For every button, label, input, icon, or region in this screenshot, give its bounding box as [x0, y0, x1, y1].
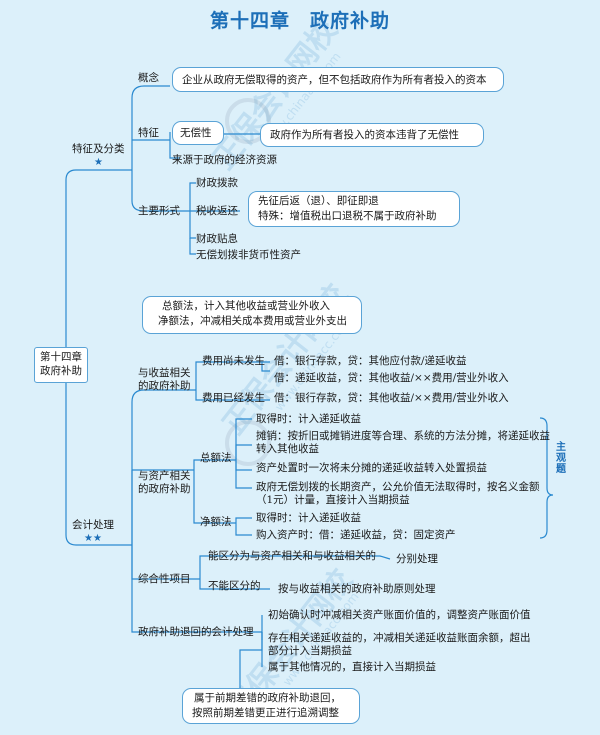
concept-text: 企业从政府无偿取得的资产，但不包括政府作为所有者投入的资本 [182, 74, 487, 86]
composite-label: 综合性项目 [138, 573, 191, 585]
composite-divisible-result: 分别处理 [396, 553, 438, 565]
accounting-label: 会计处理 [72, 519, 114, 531]
entry-text: 借：银行存款，贷：其他收益/××费用/营业外收入 [274, 392, 509, 404]
root-node [34, 347, 88, 383]
asset-step-text: 取得时：计入递延收益 [256, 512, 361, 524]
incurred-label: 费用已经发生 [202, 392, 265, 404]
composite-indivisible-result: 按与收益相关的政府补助原则处理 [278, 583, 436, 595]
watermark-logo-icon [225, 420, 271, 466]
concept-box [172, 67, 504, 92]
refund-note: 先征后返（退）、即征即退 [258, 195, 379, 207]
asset-related-label: 与资产相关 [138, 470, 191, 482]
gross-method-label: 总额法 [200, 452, 232, 464]
net-method-label: 净额法 [200, 516, 232, 528]
form-refund: 税收返还 [196, 205, 238, 217]
trait-free: 无偿性 [180, 127, 212, 139]
form-interest: 财政贴息 [196, 233, 238, 245]
income-related-label: 的政府补助 [138, 380, 191, 392]
concept-label: 概念 [138, 72, 159, 84]
method-gross-text: 总额法，计入其他收益或营业外收入 [162, 300, 330, 312]
refund-note: 特殊：增值税出口退税不属于政府补助 [258, 210, 437, 222]
asset-step-text: 转入其他收益 [256, 443, 319, 455]
asset-step-text: 购入资产时：借：递延收益，贷：固定资产 [256, 529, 456, 541]
asset-step-text: （1元）计量，直接计入当期损益 [256, 494, 410, 506]
asset-step-text: 政府无偿划拨的长期资产，公允价值无法取得时，按名义金额 [256, 481, 540, 493]
key-point-badge: 主观题 [556, 442, 566, 475]
trait-free-box [172, 121, 224, 145]
asset-step-text: 取得时：计入递延收益 [256, 413, 361, 425]
watermark-logo-icon [225, 98, 271, 144]
refund-case: 存在相关递延收益的，冲减相关递延收益账面余额，超出 [268, 632, 531, 644]
composite-divisible: 能区分为与资产相关和与收益相关的 [208, 550, 376, 562]
star-icon: ★★ [84, 533, 102, 544]
income-related-label: 与收益相关 [138, 367, 191, 379]
method-net-text: 净额法，冲减相关成本费用或营业外支出 [158, 315, 347, 327]
refund-note-text: 按照前期差错更正进行追溯调整 [192, 707, 339, 719]
refund-case: 部分计入当期损益 [268, 645, 352, 657]
asset-step-text: 资产处置时一次将未分摊的递延收益转入处置损益 [256, 462, 487, 474]
asset-related-label: 的政府补助 [138, 483, 191, 495]
root-label: 第十四章 [40, 351, 82, 363]
refund-note-text: 属于前期差错的政府补助退回， [194, 692, 341, 704]
composite-indivisible: 不能区分的 [208, 580, 261, 592]
page-title: 第十四章 政府补助 [209, 10, 390, 32]
entry-text: 借：银行存款，贷：其他应付款/递延收益 [274, 355, 467, 367]
refund-case: 属于其他情况的，直接计入当期损益 [268, 661, 436, 673]
trait-source: 来源于政府的经济资源 [172, 154, 277, 166]
not-incurred-label: 费用尚未发生 [202, 355, 265, 367]
traits-label: 特征 [138, 127, 159, 139]
features-label: 特征及分类 [72, 143, 125, 155]
form-grant: 财政拨款 [196, 177, 238, 189]
entry-text: 借：递延收益，贷：其他收益/××费用/营业外收入 [274, 372, 509, 384]
refund-note-box [248, 191, 460, 227]
forms-label: 主要形式 [138, 205, 180, 217]
refund-label: 政府补助退回的会计处理 [138, 626, 254, 638]
methods-callout [142, 296, 362, 334]
star-icon: ★ [94, 157, 103, 168]
root-label: 政府补助 [40, 365, 82, 377]
refund-note-callout [182, 688, 360, 724]
trait-free-note-box [260, 123, 484, 147]
asset-step-text: 摊销：按折旧或摊销进度等合理、系统的方法分摊，将递延收益 [256, 430, 550, 442]
form-nonmonetary: 无偿划拨非货币性资产 [196, 249, 301, 261]
refund-case: 初始确认时冲减相关资产账面价值的，调整资产账面价值 [268, 609, 531, 621]
trait-free-note: 政府作为所有者投入的资本违背了无偿性 [270, 129, 459, 141]
